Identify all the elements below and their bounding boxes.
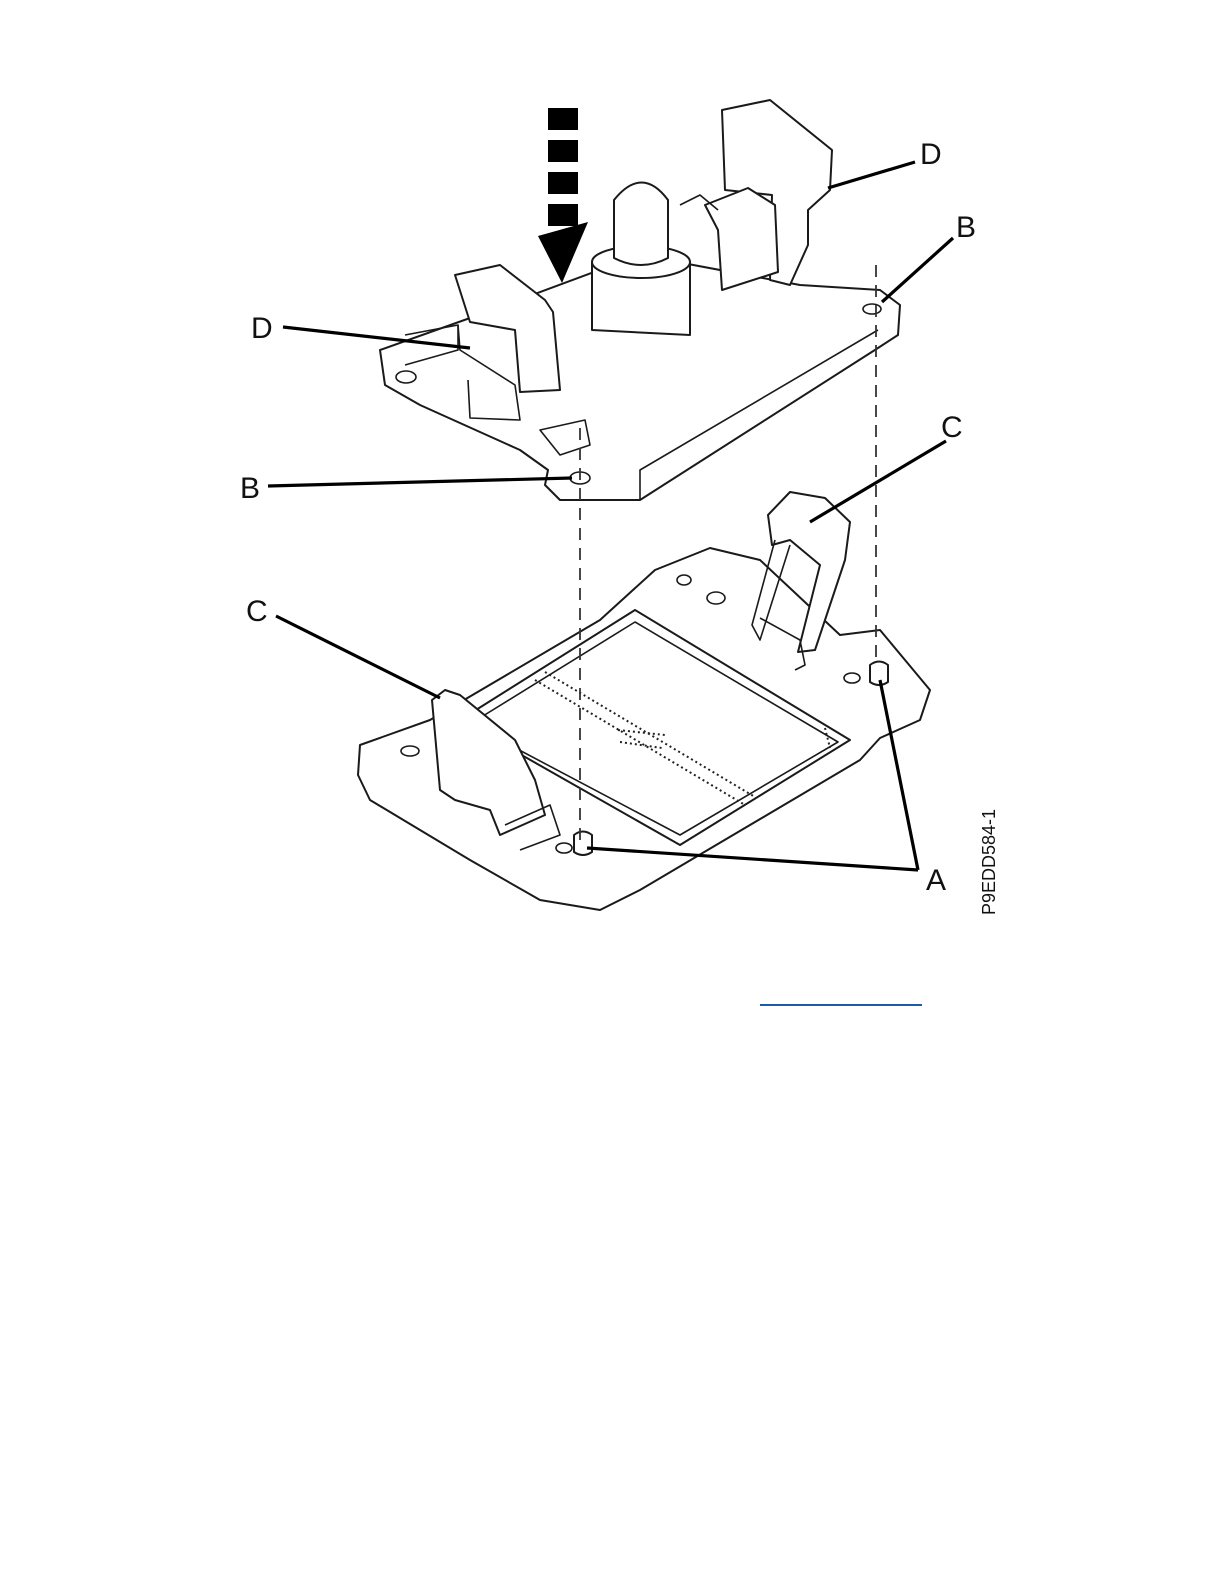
callout-a: A — [926, 864, 946, 897]
hyperlink-underline[interactable] — [760, 1004, 922, 1006]
callout-d-left: D — [251, 312, 273, 345]
callout-b-left: B — [240, 472, 260, 505]
down-arrow-icon — [538, 108, 588, 283]
callout-c-left: C — [246, 595, 268, 628]
figure-id: P9EDD584-1 — [979, 809, 999, 915]
upper-carrier-part — [380, 100, 900, 500]
callout-d-top: D — [920, 138, 942, 171]
callout-c-right: C — [941, 411, 963, 444]
socket-frame-part — [358, 492, 930, 910]
callout-b-top: B — [956, 211, 976, 244]
